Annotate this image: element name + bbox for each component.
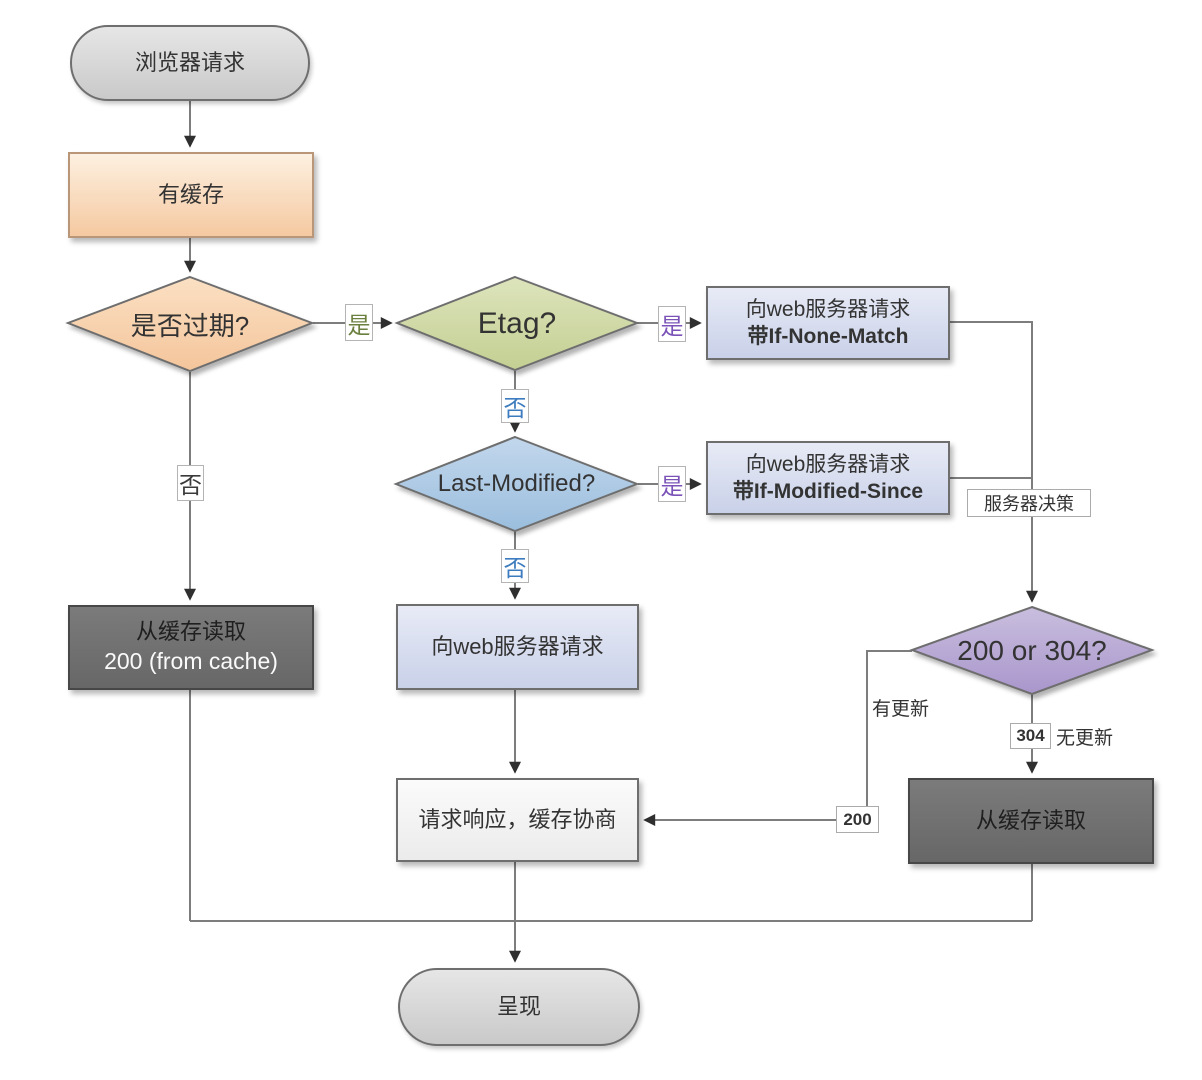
edge-label-not-updated: 无更新 bbox=[1056, 728, 1114, 749]
edge-label-expired-yes: 是 bbox=[345, 304, 373, 341]
diamond-last-modified bbox=[393, 435, 640, 533]
edge-label-updated: 有更新 bbox=[872, 699, 930, 720]
node-req-if-modified-since: 向web服务器请求 带If-Modified-Since bbox=[706, 441, 950, 515]
node-read-cache-200: 从缓存读取 200 (from cache) bbox=[68, 605, 314, 690]
diamond-etag bbox=[394, 275, 640, 372]
edge-label-etag-yes: 是 bbox=[658, 306, 686, 342]
node-read-cache: 从缓存读取 bbox=[908, 778, 1154, 864]
node-response-negotiate-label: 请求响应，缓存协商 bbox=[418, 806, 617, 832]
node-req-web: 向web服务器请求 bbox=[396, 604, 639, 690]
node-render-label: 呈现 bbox=[496, 993, 541, 1019]
diamond-expired-label: 是否过期? bbox=[130, 310, 250, 341]
edge-label-expired-no: 否 bbox=[177, 465, 204, 501]
node-render: 呈现 bbox=[398, 968, 640, 1046]
edge-ifnonematch-to-status bbox=[950, 321, 1038, 603]
node-has-cache-label: 有缓存 bbox=[157, 181, 224, 207]
node-read-cache-200-line2: 200 (from cache) bbox=[104, 647, 278, 674]
diamond-200-or-304-label: 200 or 304? bbox=[957, 634, 1107, 666]
node-req-web-label: 向web服务器请求 bbox=[431, 633, 604, 659]
edge-label-lm-no: 否 bbox=[501, 549, 529, 583]
node-start: 浏览器请求 bbox=[70, 25, 310, 101]
node-req-if-modified-since-line1: 向web服务器请求 bbox=[745, 452, 911, 476]
node-read-cache-200-line1: 从缓存读取 bbox=[135, 619, 246, 645]
edge-label-etag-no: 否 bbox=[501, 389, 529, 423]
diamond-200-or-304 bbox=[909, 605, 1155, 696]
edge-label-code-304: 304 bbox=[1010, 723, 1051, 749]
node-req-if-none-match-line2: 带If-None-Match bbox=[747, 325, 909, 348]
node-start-label: 浏览器请求 bbox=[134, 49, 245, 75]
node-req-if-none-match-line1: 向web服务器请求 bbox=[745, 297, 911, 321]
diamond-expired bbox=[65, 275, 315, 373]
edge-label-code-200: 200 bbox=[836, 806, 879, 833]
edge-status-200-to-response bbox=[643, 650, 912, 826]
node-read-cache-label: 从缓存读取 bbox=[975, 807, 1086, 833]
edge-label-server-decision: 服务器决策 bbox=[967, 489, 1091, 517]
diamond-last-modified-label: Last-Modified? bbox=[437, 470, 596, 497]
node-req-if-none-match: 向web服务器请求 带If-None-Match bbox=[706, 286, 950, 360]
node-has-cache: 有缓存 bbox=[68, 152, 314, 238]
node-req-if-modified-since-line2: 带If-Modified-Since bbox=[732, 480, 924, 503]
diamond-etag-label: Etag? bbox=[477, 306, 557, 340]
node-response-negotiate: 请求响应，缓存协商 bbox=[396, 778, 639, 862]
edge-label-lm-yes: 是 bbox=[658, 466, 686, 502]
